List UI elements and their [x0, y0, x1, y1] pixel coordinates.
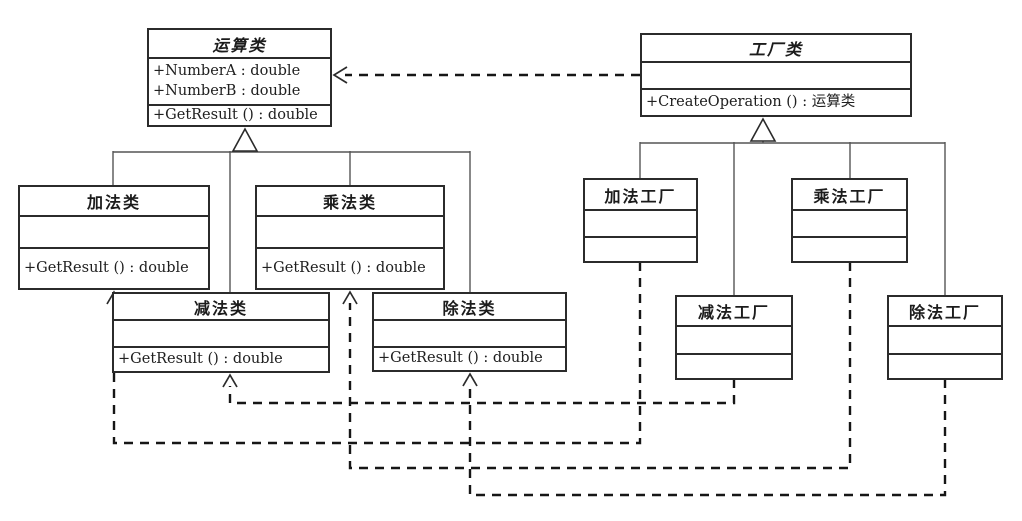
- class-title: 除法工厂: [908, 303, 981, 322]
- method: +GetResult () : double: [153, 106, 318, 123]
- class-box-add-factory: 加法工厂: [583, 178, 698, 263]
- method: +GetResult () : double: [24, 259, 189, 276]
- class-attributes: [793, 209, 906, 236]
- class-attributes: +NumberA : double +NumberB : double: [149, 57, 330, 104]
- class-title: 加法工厂: [604, 186, 677, 206]
- class-attributes: [889, 325, 1001, 353]
- class-methods: +GetResult () : double: [257, 247, 443, 288]
- class-box-divide: 除法类 +GetResult () : double: [372, 292, 567, 372]
- generalization-arrow-icon: [749, 117, 777, 142]
- class-methods: [889, 353, 1001, 378]
- class-title: 加法类: [86, 193, 141, 212]
- class-attributes: [677, 325, 791, 353]
- class-title: 乘法工厂: [813, 186, 886, 206]
- class-methods: +CreateOperation () : 运算类: [642, 88, 910, 115]
- class-box-factory: 工厂类 +CreateOperation () : 运算类: [640, 33, 912, 117]
- class-methods: +GetResult () : double: [20, 247, 208, 288]
- dependency-multiplyfactory-to-multiply: [342, 262, 852, 470]
- class-methods: [585, 236, 696, 261]
- class-title: 减法类: [193, 298, 248, 318]
- class-attributes: [642, 61, 910, 88]
- dependency-dividefactory-to-divide: [462, 372, 947, 497]
- generalization-arrow-icon: [231, 127, 259, 152]
- class-box-subtract: 减法类 +GetResult () : double: [112, 292, 330, 373]
- method: +CreateOperation () : 运算类: [646, 93, 856, 110]
- class-title: 除法类: [442, 298, 497, 318]
- class-box-operation: 运算类 +NumberA : double +NumberB : double …: [147, 28, 332, 127]
- dependency-factory-to-operation: [332, 66, 640, 84]
- class-box-divide-factory: 除法工厂: [887, 295, 1003, 380]
- dependency-arrow-icon: [332, 66, 348, 84]
- class-methods: [793, 236, 906, 261]
- class-title: 工厂类: [748, 40, 803, 59]
- class-attributes: [20, 215, 208, 247]
- class-methods: +GetResult () : double: [149, 104, 330, 125]
- class-methods: +GetResult () : double: [114, 346, 328, 371]
- class-attributes: [374, 319, 565, 346]
- class-box-subtract-factory: 减法工厂: [675, 295, 793, 380]
- class-methods: [677, 353, 791, 378]
- class-box-add: 加法类 +GetResult () : double: [18, 185, 210, 290]
- dependency-arrow-icon: [222, 373, 238, 388]
- class-attributes: [257, 215, 443, 247]
- dependency-arrow-icon: [462, 372, 478, 387]
- method: +GetResult () : double: [261, 259, 426, 276]
- attribute: +NumberB : double: [153, 82, 301, 99]
- class-box-multiply-factory: 乘法工厂: [791, 178, 908, 263]
- class-title: 乘法类: [322, 193, 377, 212]
- method: +GetResult () : double: [118, 350, 283, 367]
- class-title: 减法工厂: [697, 303, 770, 322]
- class-box-multiply: 乘法类 +GetResult () : double: [255, 185, 445, 290]
- dependency-arrow-icon: [342, 290, 358, 305]
- dependency-subtractfactory-to-subtract: [222, 373, 736, 405]
- class-attributes: [585, 209, 696, 236]
- class-title: 运算类: [212, 35, 267, 55]
- attribute: +NumberA : double: [153, 62, 301, 79]
- class-methods: +GetResult () : double: [374, 346, 565, 370]
- class-attributes: [114, 319, 328, 346]
- method: +GetResult () : double: [378, 350, 543, 367]
